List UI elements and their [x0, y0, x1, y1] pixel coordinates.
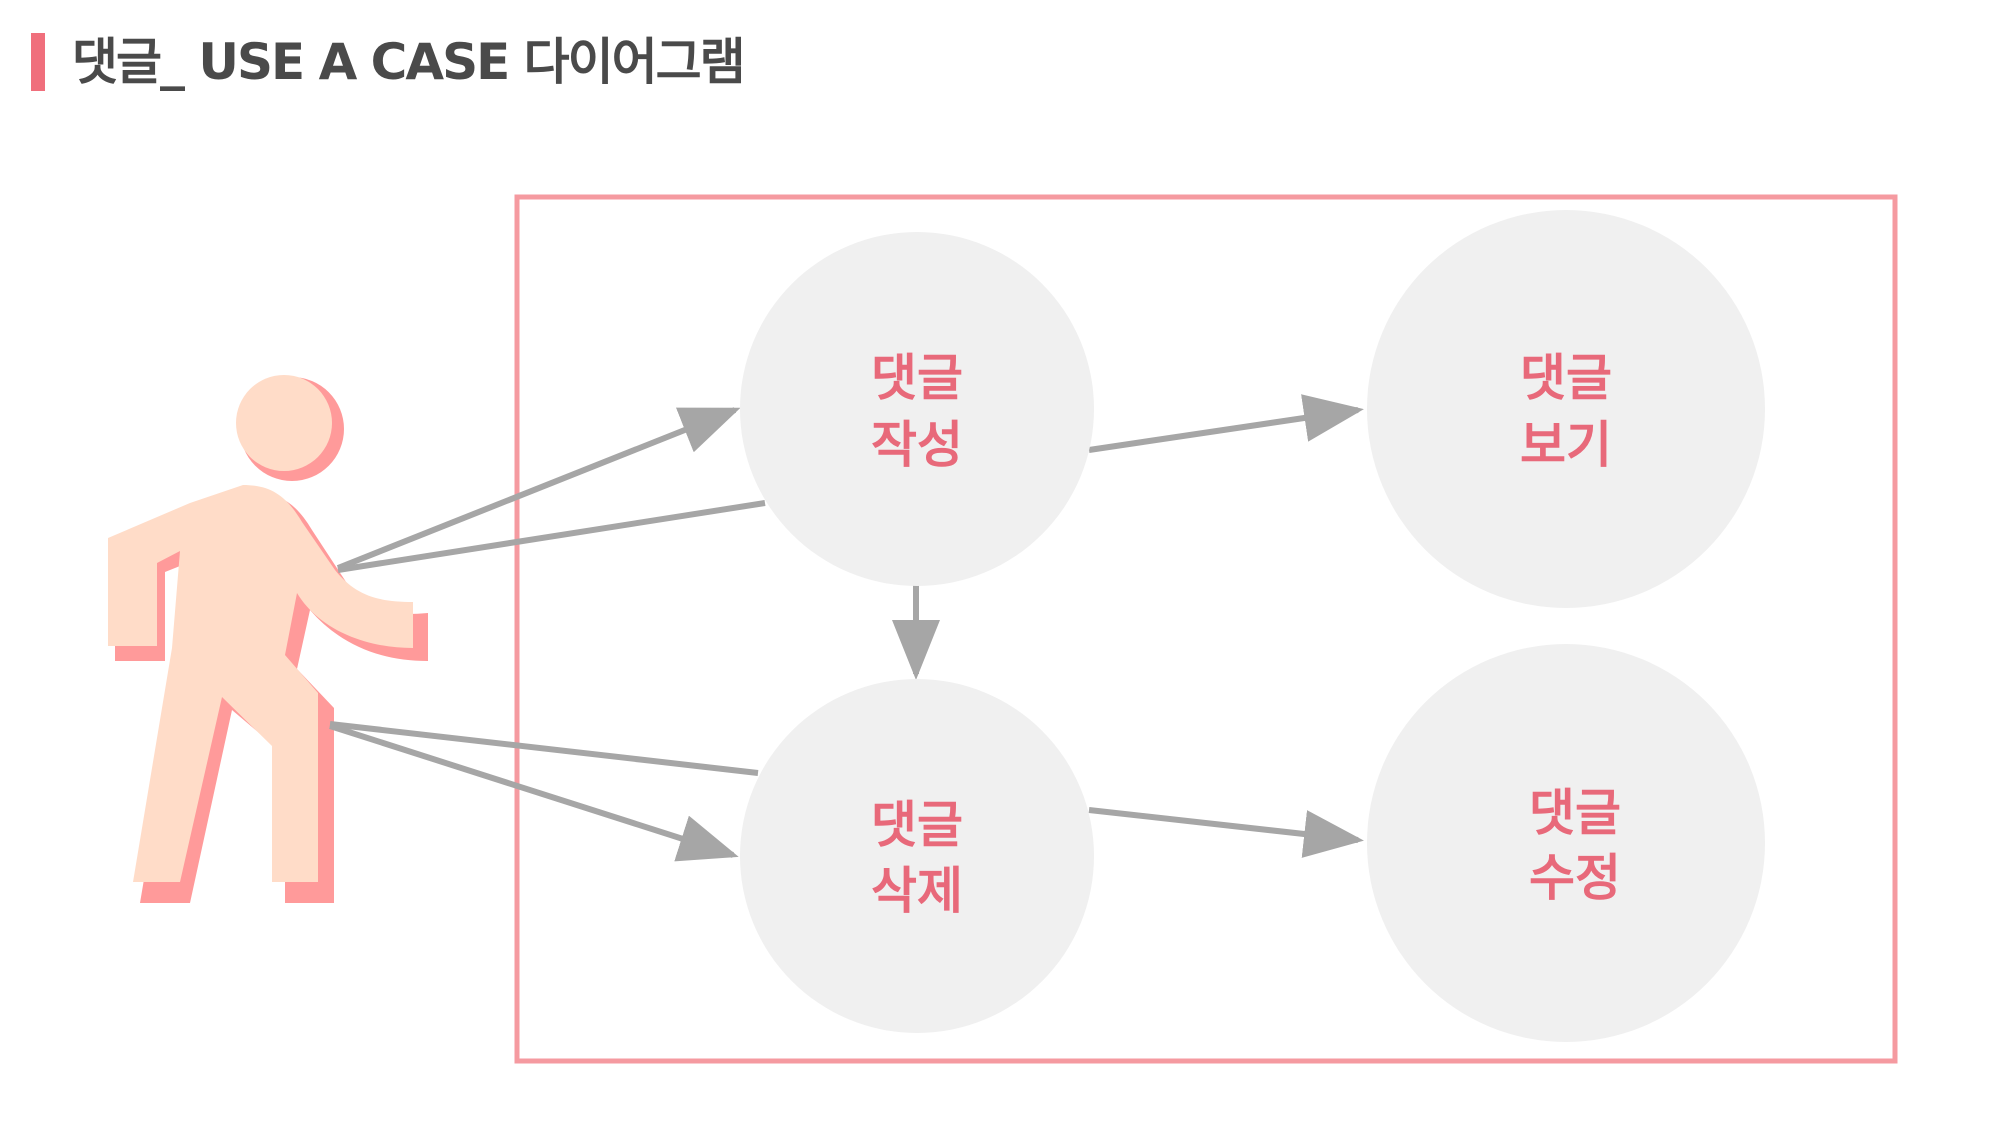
- system-boundary: [514, 194, 1898, 1064]
- line-delete-to-actor: [329, 721, 759, 776]
- page-title: 댓글_ USE A CASE 다이어그램: [72, 33, 746, 91]
- arrow-actor-to-write: [336, 407, 741, 571]
- use-case-delete-line2: 삭제: [871, 862, 963, 920]
- use-case-view-circle: [1367, 210, 1765, 608]
- associations: [329, 394, 1364, 862]
- use-case-view-line1: 댓글: [1520, 349, 1612, 407]
- use-case-delete[interactable]: 댓글 삭제: [740, 679, 1094, 1033]
- use-case-view[interactable]: 댓글 보기: [1367, 210, 1765, 608]
- use-case-delete-line1: 댓글: [871, 796, 963, 854]
- arrow-delete-to-edit: [1088, 807, 1364, 858]
- use-case-edit-line2: 수정: [1529, 849, 1621, 907]
- use-case-edit[interactable]: 댓글 수정: [1367, 644, 1765, 1042]
- title-accent-bar: [31, 33, 45, 91]
- arrow-actor-to-delete: [329, 723, 739, 862]
- use-case-delete-circle: [740, 679, 1094, 1033]
- use-case-write[interactable]: 댓글 작성: [740, 232, 1094, 586]
- arrow-write-to-view: [1088, 394, 1364, 453]
- use-case-write-line1: 댓글: [871, 349, 963, 407]
- line-write-to-actor: [337, 500, 766, 573]
- use-case-edit-circle: [1367, 644, 1765, 1042]
- use-case-write-circle: [740, 232, 1094, 586]
- use-case-write-line2: 작성: [871, 416, 963, 474]
- actor-icon: [108, 375, 428, 903]
- actor-body: [108, 375, 413, 882]
- use-case-edit-line1: 댓글: [1529, 784, 1621, 842]
- use-case-view-line2: 보기: [1520, 416, 1612, 474]
